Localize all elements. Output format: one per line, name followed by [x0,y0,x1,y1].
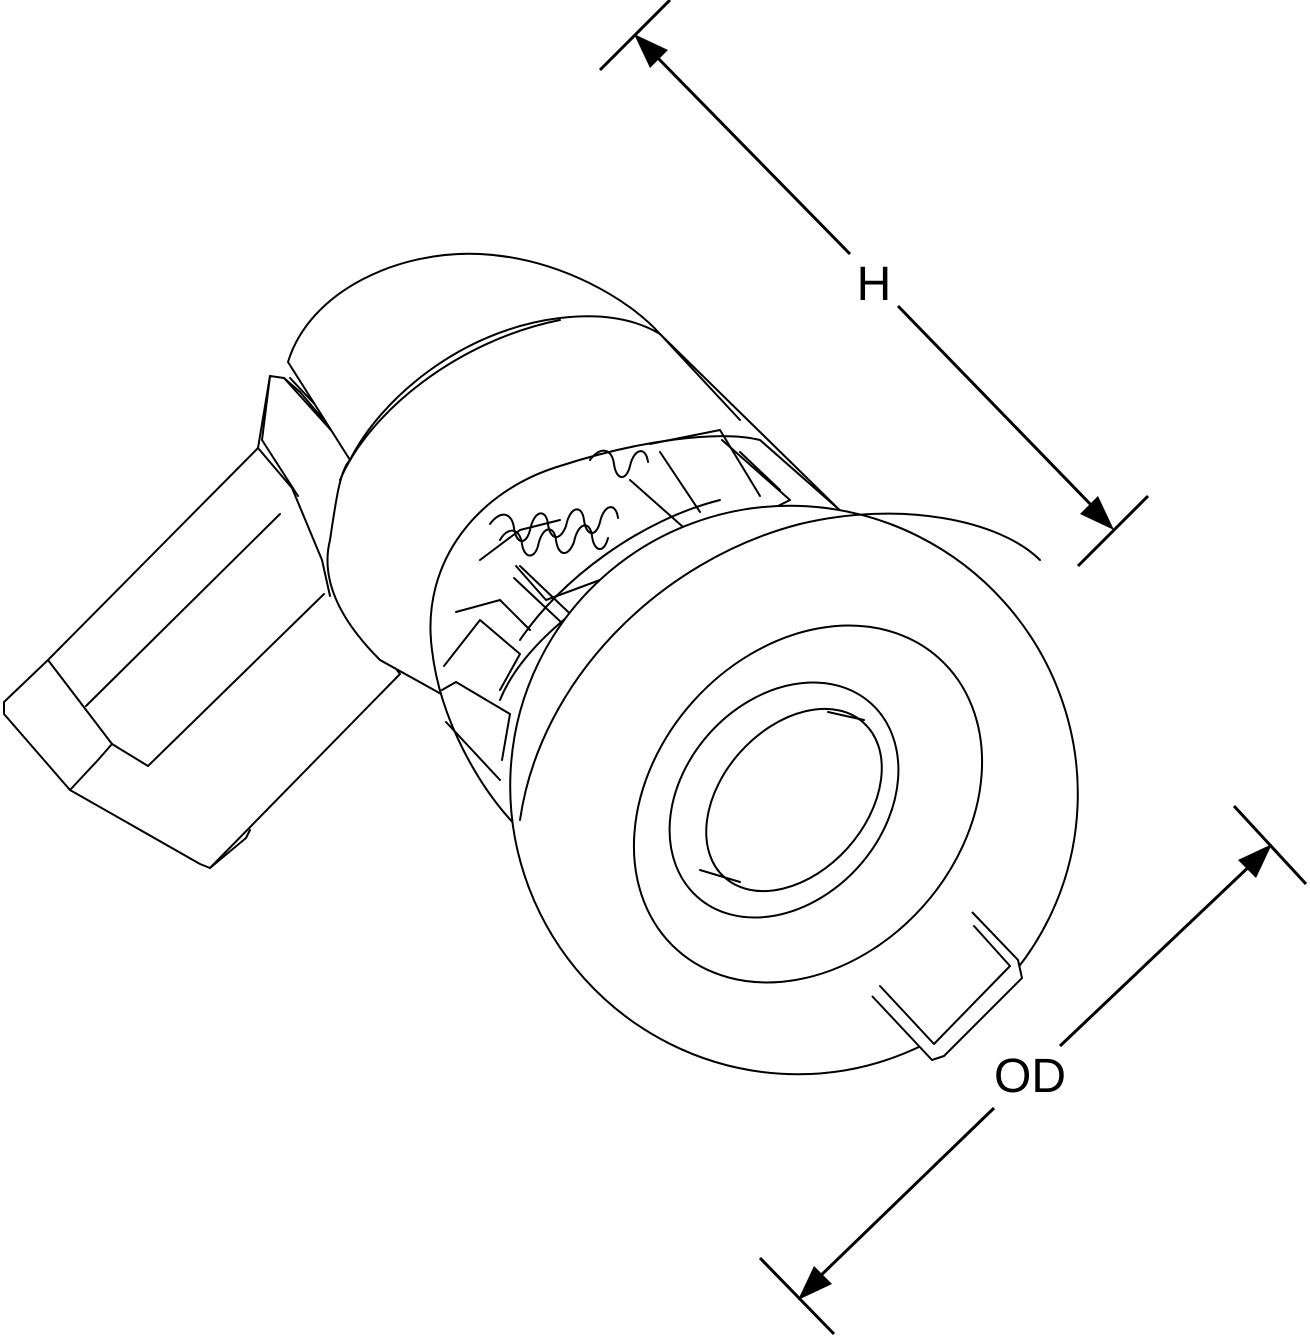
height-dimension: H [598,0,1150,568]
outer-diameter-dimension: OD [758,804,1308,1336]
h-dimension-line-upper [650,50,852,256]
spring-tab [871,911,1023,1061]
od-arrowhead-bottom [798,1266,832,1300]
od-arrowhead-top [1238,844,1272,878]
od-dimension-line-upper [1058,858,1258,1048]
od-extension-line-bottom [758,1256,836,1336]
od-dimension-line-lower [810,1106,996,1286]
front-bezel [509,504,1079,1076]
h-dimension-line-lower [896,304,1098,512]
height-label: H [857,258,892,311]
h-extension-line-bottom [1076,494,1150,568]
outer-diameter-label: OD [994,1050,1066,1103]
driver-box [3,375,401,869]
h-arrowhead-bottom [1080,496,1114,530]
h-arrowhead-top [634,34,668,68]
